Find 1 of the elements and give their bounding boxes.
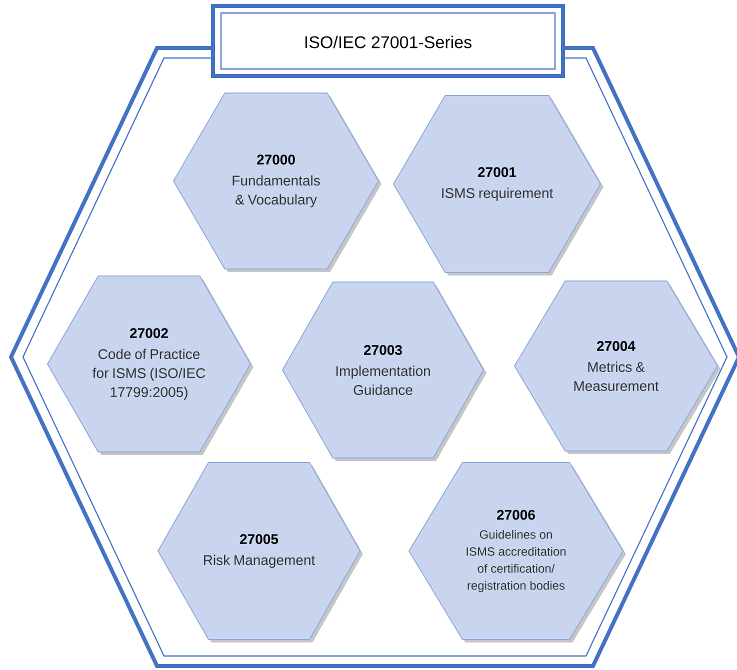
node-label: ISO/IEC 27001-Series xyxy=(305,36,472,48)
